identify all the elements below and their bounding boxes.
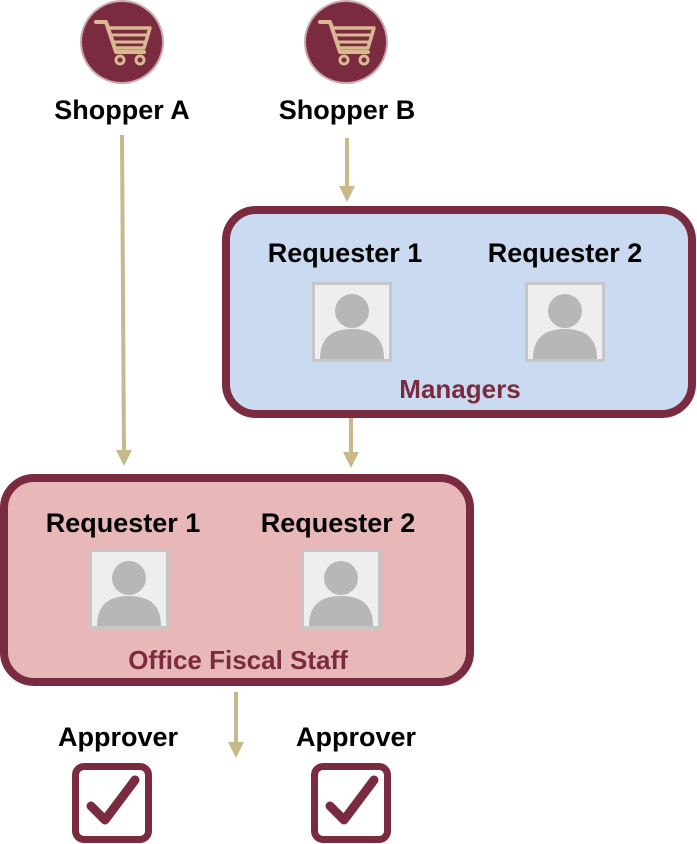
fiscal-requester-2-label: Requester 2: [260, 508, 416, 538]
shopper-a-label: Shopper A: [54, 95, 190, 125]
arrow-shopper-a-to-fiscal: [115, 134, 132, 466]
checkbox-check-icon: [72, 763, 152, 843]
person-avatar-icon: [525, 282, 605, 362]
person-avatar-icon: [89, 549, 169, 629]
fiscal-requester-1-label: Requester 1: [45, 508, 201, 538]
shopping-cart-icon: [82, 2, 162, 82]
managers-requester-2-label: Requester 2: [487, 238, 643, 268]
managers-group: Requester 1 Requester 2 Managers: [222, 206, 696, 418]
approver-1-label: Approver: [57, 722, 179, 752]
person-avatar-icon: [312, 282, 392, 362]
person-avatar-icon: [301, 549, 381, 629]
approver-2-label: Approver: [295, 722, 417, 752]
shopper-b-label: Shopper B: [278, 95, 416, 125]
managers-requester-1-label: Requester 1: [267, 238, 423, 268]
shopping-cart-icon: [306, 2, 386, 82]
checkbox-check-icon: [311, 763, 391, 843]
fiscal-group-name: Office Fiscal Staff: [128, 645, 348, 675]
managers-group-name: Managers: [399, 374, 521, 404]
fiscal-staff-group: Requester 1 Requester 2 Office Fiscal St…: [0, 474, 474, 686]
